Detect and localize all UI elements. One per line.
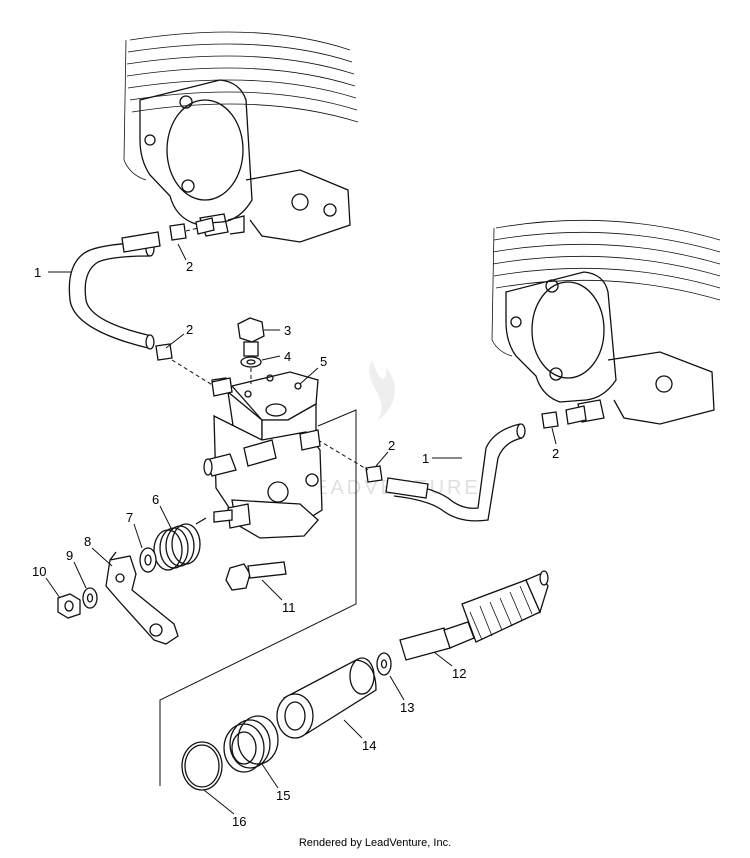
drive-gear-shaft <box>399 570 549 661</box>
clamp-right-low <box>317 439 383 483</box>
return-spring <box>153 517 207 571</box>
right-cylinder <box>491 219 721 425</box>
hose-right <box>385 423 526 522</box>
callout-1-left: 1 <box>34 265 41 280</box>
callout-labels: 1 2 2 3 4 5 1 2 2 6 7 8 9 10 11 12 13 14… <box>32 259 559 829</box>
callout-13: 13 <box>400 700 414 715</box>
callout-1-right: 1 <box>422 451 429 466</box>
o-ring <box>181 741 223 791</box>
pump-fittings <box>211 377 233 397</box>
callout-2-upper: 2 <box>186 259 193 274</box>
callout-6: 6 <box>152 492 159 507</box>
callout-8: 8 <box>84 534 91 549</box>
callout-2-right-high: 2 <box>552 446 559 461</box>
lever-nut <box>57 593 81 619</box>
thrust-washer <box>376 652 392 676</box>
callout-12: 12 <box>452 666 466 681</box>
callout-2-right-low: 2 <box>388 438 395 453</box>
upper-cylinder <box>123 31 359 243</box>
lever-washer <box>82 587 98 609</box>
callout-3: 3 <box>284 323 291 338</box>
banjo-bolt <box>237 317 265 357</box>
callout-4: 4 <box>284 349 291 364</box>
sealing-washer <box>240 356 262 368</box>
hose-left <box>68 231 161 350</box>
callout-14: 14 <box>362 738 376 753</box>
clamp-upper <box>169 217 215 241</box>
callout-16: 16 <box>232 814 246 829</box>
leader-lines <box>45 243 557 815</box>
oil-seal <box>223 715 279 773</box>
callout-10: 10 <box>32 564 46 579</box>
callout-11: 11 <box>282 600 296 615</box>
drive-bushing <box>276 657 377 739</box>
mounting-screw <box>225 561 287 591</box>
callout-15: 15 <box>276 788 290 803</box>
footer-credit: Rendered by LeadVenture, Inc. <box>299 837 451 849</box>
spring-washer <box>139 547 157 573</box>
callout-2-mid: 2 <box>186 322 193 337</box>
oil-pump-body <box>203 371 323 539</box>
callout-7: 7 <box>126 510 133 525</box>
callout-9: 9 <box>66 548 73 563</box>
callout-5: 5 <box>320 354 327 369</box>
control-lever <box>105 551 179 645</box>
clamp-right-high <box>541 405 587 429</box>
